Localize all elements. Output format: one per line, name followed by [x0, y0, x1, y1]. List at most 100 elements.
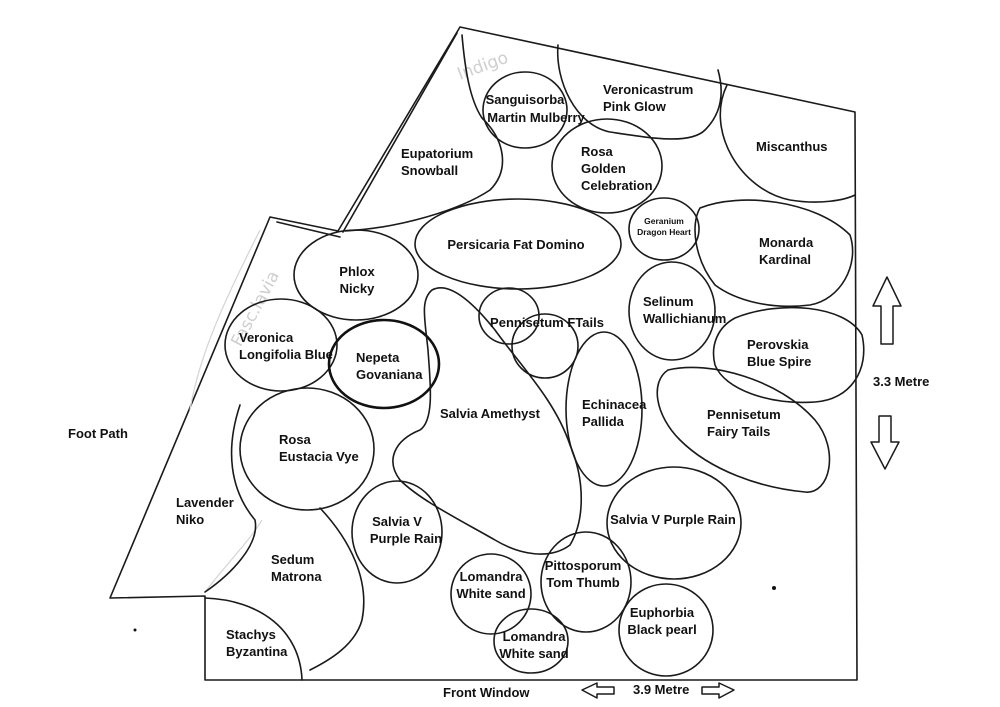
plant-miscanthus: Miscanthus	[756, 139, 828, 154]
pennisetum-fairy-shape	[656, 366, 831, 493]
plant-name: Salvia Amethyst	[440, 406, 541, 421]
plant-name: Miscanthus	[756, 139, 828, 154]
plant-name: Veronicastrum	[603, 82, 693, 97]
plant-name: Pennisetum FTails	[490, 315, 604, 330]
plant-stachys: Stachys Byzantina	[226, 627, 288, 659]
plant-selinum: Selinum Wallichianum	[643, 294, 726, 326]
plant-name: Salvia V	[372, 514, 422, 529]
plant-name: Echinacea	[582, 397, 647, 412]
selinum-shape	[628, 261, 716, 361]
arrow-up-icon	[872, 276, 902, 345]
plant-salvia-v-small: Salvia V Purple Rain	[370, 514, 442, 546]
pencil-dot	[772, 586, 776, 590]
rosa-golden-shape	[551, 118, 663, 214]
plant-rosa-eustacia: Rosa Eustacia Vye	[279, 432, 359, 464]
plant-lomandra-1: Lomandra White sand	[456, 569, 525, 601]
plant-variety: Wallichianum	[643, 311, 726, 326]
plant-variety: Byzantina	[226, 644, 288, 659]
nepeta-shape	[327, 318, 441, 410]
plant-rosa-golden: Rosa Golden Celebration	[581, 144, 653, 193]
arrow-right-icon	[701, 682, 735, 699]
plant-name: Lomandra	[503, 629, 567, 644]
monarda-shape	[694, 199, 854, 308]
lavender-region	[204, 404, 257, 593]
plant-veronica: Veronica Longifolia Blue	[239, 330, 333, 362]
plant-variety: Matrona	[271, 569, 322, 584]
plant-name: Selinum	[643, 294, 694, 309]
plant-sedum: Sedum Matrona	[271, 552, 322, 584]
rosa-eustacia-shape	[239, 387, 375, 511]
plant-pennisetum-ftails: Pennisetum FTails	[490, 315, 604, 330]
plant-variety: Snowball	[401, 163, 458, 178]
foot-path-label: Foot Path	[68, 426, 128, 441]
arrow-left-icon	[581, 682, 615, 699]
euphorbia-shape	[618, 583, 714, 677]
eupatorium-region	[344, 34, 504, 232]
plant-nepeta: Nepeta Govaniana	[356, 350, 423, 382]
plant-name: Phlox	[339, 264, 375, 279]
plant-salvia-amethyst: Salvia Amethyst	[440, 406, 541, 421]
plant-phlox: Phlox Nicky	[339, 264, 375, 296]
veronicastrum-region	[556, 44, 722, 140]
plant-variety: Golden	[581, 161, 626, 176]
plant-name: Persicaria Fat Domino	[447, 237, 584, 252]
plant-name: Sedum	[271, 552, 314, 567]
plant-variety: Martin Mulberry	[487, 110, 585, 125]
veronica-shape	[224, 298, 338, 392]
plant-geranium: Geranium Dragon Heart	[637, 216, 691, 237]
plant-pennisetum-fairy: Pennisetum Fairy Tails	[707, 407, 781, 439]
plant-name: Nepeta	[356, 350, 400, 365]
faint-pencil-curve-2	[204, 519, 263, 593]
plant-name: Eupatorium	[401, 146, 473, 161]
plant-variety: White sand	[499, 646, 568, 661]
echinacea-shape	[565, 331, 643, 487]
plant-name: Rosa	[279, 432, 312, 447]
plant-name: Sanguisorba	[486, 92, 566, 107]
salvia-v-large-shape	[606, 466, 742, 580]
plant-echinacea: Echinacea Pallida	[582, 397, 647, 429]
lomandra-1-shape	[450, 553, 532, 635]
plant-euphorbia: Euphorbia Black pearl	[627, 605, 696, 637]
plant-name: Euphorbia	[630, 605, 695, 620]
plant-veronicastrum: Veronicastrum Pink Glow	[603, 82, 693, 114]
bed-outline	[109, 26, 858, 681]
plant-variety: Purple Rain	[370, 531, 442, 546]
plant-variety: Govaniana	[356, 367, 423, 382]
pittosporum-shape	[540, 531, 632, 633]
plant-variety: White sand	[456, 586, 525, 601]
plant-salvia-v-large: Salvia V Purple Rain	[610, 512, 736, 527]
plant-variety: Pallida	[582, 414, 625, 429]
plant-variety: Blue Spire	[747, 354, 811, 369]
bed-edge-top-left	[342, 32, 458, 233]
arrow-down-icon	[870, 415, 900, 470]
phlox-shape	[293, 229, 419, 321]
plant-pittosporum: Pittosporum Tom Thumb	[545, 558, 622, 590]
plant-name: Lavender	[176, 495, 234, 510]
plant-name: Lomandra	[460, 569, 524, 584]
plant-perovskia: Perovskia Blue Spire	[747, 337, 811, 369]
plant-variety: Eustacia Vye	[279, 449, 359, 464]
plant-variety: Niko	[176, 512, 204, 527]
lomandra-2-shape	[493, 608, 569, 674]
plant-variety-2: Celebration	[581, 178, 653, 193]
geranium-shape	[628, 197, 700, 261]
pennisetum-ftails-shape-2	[511, 313, 579, 379]
pencil-dot	[133, 628, 137, 632]
miscanthus-region	[719, 84, 856, 203]
salvia-v-small-shape	[351, 480, 443, 584]
depth-measurement: 3.3 Metre	[873, 374, 929, 389]
plant-eupatorium: Eupatorium Snowball	[401, 146, 473, 178]
plant-variety: Kardinal	[759, 252, 811, 267]
plant-lavender: Lavender Niko	[176, 495, 234, 527]
plant-name: Salvia V Purple Rain	[610, 512, 736, 527]
front-window-label: Front Window	[443, 685, 530, 700]
plant-persicaria: Persicaria Fat Domino	[447, 237, 584, 252]
stachys-region	[204, 597, 303, 681]
plant-name: Veronica	[239, 330, 294, 345]
plant-variety: Tom Thumb	[546, 575, 619, 590]
plant-name: Monarda	[759, 235, 814, 250]
plant-name: Pennisetum	[707, 407, 781, 422]
plant-variety: Fairy Tails	[707, 424, 770, 439]
plant-variety: Dragon Heart	[637, 227, 691, 237]
